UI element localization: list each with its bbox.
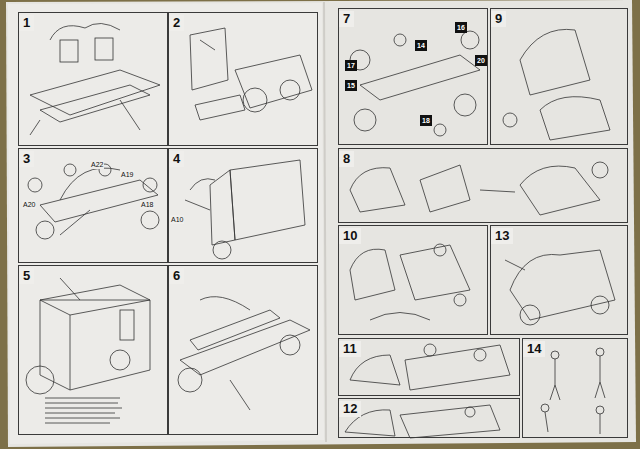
step-panel: 2: [168, 12, 318, 146]
callout-number: 14: [415, 40, 427, 51]
step-panel: 8: [338, 148, 628, 223]
step-panel: 12: [338, 398, 520, 438]
fold-line: [324, 2, 326, 442]
part-drawings: [26, 23, 615, 438]
callout-number: 17: [345, 60, 357, 71]
callout-number: 16: [455, 22, 467, 33]
step-number: 11: [339, 341, 361, 357]
step-panel: 10: [338, 225, 488, 335]
callout-number: 20: [475, 55, 487, 66]
step-number: 5: [19, 268, 34, 284]
step-panel: 5: [18, 265, 168, 435]
callout-number: A20: [22, 200, 36, 209]
step-number: 3: [19, 151, 34, 167]
step-number: 4: [169, 151, 184, 167]
callout-number: 15: [345, 80, 357, 91]
step-panel: 11: [338, 338, 520, 396]
step-panel: 6: [168, 265, 318, 435]
callout-number: A22: [90, 160, 104, 169]
step-number: 10: [339, 228, 361, 244]
step-number: 14: [523, 341, 545, 357]
step-panel: 14: [522, 338, 628, 438]
step-panel: 4: [168, 148, 318, 263]
paper-sheet: [6, 0, 636, 447]
step-number: 2: [169, 15, 184, 31]
callout-number: A19: [120, 170, 134, 179]
step-panel: 1: [18, 12, 168, 146]
step-number: 7: [339, 11, 354, 27]
step-panel: 9: [490, 8, 628, 145]
callout-number: A18: [140, 200, 154, 209]
step-number: 12: [339, 401, 361, 417]
step-number: 13: [491, 228, 513, 244]
step-number: 6: [169, 268, 184, 284]
step-number: 9: [491, 11, 506, 27]
callout-number: 18: [420, 115, 432, 126]
left-page: [8, 3, 324, 444]
callout-number: A10: [170, 215, 184, 224]
step-number: 8: [339, 151, 354, 167]
step-number: 1: [19, 15, 34, 31]
step-panel: 13: [490, 225, 628, 335]
